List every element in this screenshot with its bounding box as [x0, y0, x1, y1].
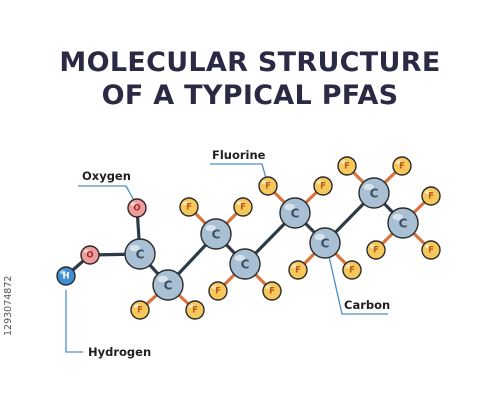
fluorine-atom: F	[313, 176, 333, 196]
oxygen-leader-line	[78, 185, 137, 205]
fluorine-atom: F	[179, 197, 199, 217]
title-line-2: OF A TYPICAL PFAS	[102, 80, 399, 111]
oxygen-atom: O	[80, 245, 100, 265]
fluorine-atom-highlight	[211, 285, 219, 290]
fluorine-atom-symbol: F	[265, 182, 271, 192]
fluorine-atom: F	[262, 281, 282, 301]
title-line-1: MOLECULAR STRUCTURE	[59, 47, 440, 78]
oxygen-atom: O	[127, 198, 147, 218]
fluorine-atom-highlight	[188, 304, 196, 309]
fluorine-atom-symbol: F	[240, 203, 246, 213]
carbon-atom-symbol: C	[241, 258, 250, 272]
hydrogen-atom: H	[56, 266, 76, 286]
carbon-atom: C	[229, 248, 261, 280]
fluorine-atom-symbol: F	[215, 287, 221, 297]
image-id-text: 1293074872	[3, 276, 14, 336]
fluorine-atom: F	[366, 240, 386, 260]
carbon-atom-highlight	[363, 183, 374, 191]
carbon-atom: C	[387, 207, 419, 239]
fluorine-atom-symbol: F	[186, 203, 192, 213]
oxygen-label: Oxygen	[82, 169, 131, 183]
carbon-label: Carbon	[344, 298, 390, 312]
carbon-atom-symbol: C	[321, 237, 330, 251]
fluorine-atom-highlight	[261, 180, 268, 185]
atoms-group: C C C C C C C C O O H F F F F F F F F F F F F F F F	[56, 156, 441, 320]
fluorine-atom: F	[392, 156, 412, 176]
carbon-atom-symbol: C	[136, 248, 145, 262]
fluorine-atom: F	[288, 260, 308, 280]
carbon-atom: C	[152, 269, 184, 301]
fluorine-atom-symbol: F	[349, 266, 355, 276]
fluorine-atom-symbol: F	[192, 306, 198, 316]
fluorine-atom-highlight	[395, 160, 402, 165]
fluorine-label: Fluorine	[212, 148, 266, 162]
carbon-atom-symbol: C	[291, 207, 300, 221]
carbon-leader-line	[325, 242, 388, 315]
carbon-atom-highlight	[314, 233, 325, 241]
fluorine-atom-highlight	[265, 285, 272, 290]
fluorine-atom-symbol: F	[137, 306, 143, 316]
fluorine-atom: F	[233, 197, 253, 217]
fluorine-atom: F	[258, 176, 278, 196]
fluorine-atom: F	[421, 186, 441, 206]
fluorine-atom-symbol: F	[269, 287, 275, 297]
carbon-atom-highlight	[392, 213, 403, 221]
fluorine-atom-highlight	[291, 264, 298, 269]
fluorine-atom-highlight	[182, 201, 190, 206]
carbon-atom: C	[309, 227, 341, 259]
carbon-atom-highlight	[284, 203, 295, 211]
oxygen-atom-highlight	[130, 202, 138, 207]
fluorine-atom-highlight	[316, 180, 323, 185]
fluorine-atom-highlight	[236, 201, 244, 206]
fluorine-atom: F	[337, 156, 357, 176]
fluorine-atom-symbol: F	[428, 246, 434, 256]
carbon-atom-symbol: C	[370, 187, 379, 201]
leader-lines	[65, 163, 388, 353]
fluorine-atom-highlight	[424, 244, 431, 249]
oxygen-atom-highlight	[83, 249, 90, 254]
fluorine-atom-symbol: F	[295, 266, 301, 276]
hydrogen-atom-symbol: H	[62, 272, 69, 282]
carbon-atom-highlight	[234, 254, 245, 262]
fluorine-atom-symbol: F	[320, 182, 326, 192]
carbon-atom-highlight	[157, 275, 168, 283]
fluorine-atom: F	[342, 260, 362, 280]
fluorine-atom: F	[130, 300, 150, 320]
fluorine-atom-highlight	[369, 244, 376, 249]
carbon-atom-symbol: C	[399, 217, 408, 231]
fluorine-atom-symbol: F	[344, 162, 350, 172]
hydrogen-label: Hydrogen	[88, 345, 151, 359]
fluorine-atom-highlight	[133, 304, 141, 309]
carbon-atom-highlight	[205, 224, 216, 232]
fluorine-atom-highlight	[424, 190, 431, 195]
carbon-atom: C	[124, 238, 156, 270]
fluorine-atom: F	[421, 240, 441, 260]
fluorine-atom-highlight	[340, 160, 347, 165]
fluorine-atom-symbol: F	[428, 192, 434, 202]
oxygen-atom-symbol: O	[86, 251, 93, 261]
hydrogen-atom-highlight	[59, 270, 66, 275]
hydrogen-leader-line	[65, 290, 83, 353]
fluorine-atom-symbol: F	[373, 246, 379, 256]
carbon-atom: C	[358, 177, 390, 209]
carbon-atom-symbol: C	[164, 279, 173, 293]
carbon-atom-symbol: C	[212, 228, 221, 242]
fluorine-atom-symbol: F	[399, 162, 405, 172]
carbon-atom: C	[279, 197, 311, 229]
oxygen-atom-symbol: O	[133, 204, 140, 214]
fluorine-atom-highlight	[345, 264, 352, 269]
carbon-atom-highlight	[129, 244, 140, 252]
fluorine-leader-line	[210, 163, 268, 183]
fluorine-atom: F	[208, 281, 228, 301]
carbon-atom: C	[200, 218, 232, 250]
fluorine-atom: F	[185, 300, 205, 320]
